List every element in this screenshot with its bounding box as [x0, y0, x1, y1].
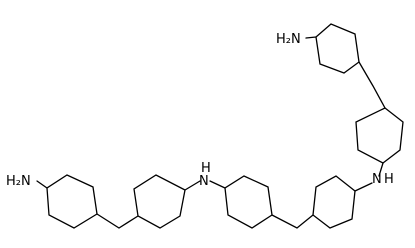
nh-middle-label: N	[199, 174, 209, 189]
bond-nh2-left	[36, 180, 48, 189]
ring-top	[315, 23, 360, 74]
bond-nh-middle-b	[184, 180, 201, 191]
bridge-top	[358, 61, 386, 109]
ring-left	[46, 174, 98, 229]
nh-middle-h-label: H	[201, 161, 211, 176]
bond-nh2-top	[305, 36, 317, 39]
bridge-left	[96, 213, 139, 229]
ring-center-left	[133, 174, 186, 229]
nh-right-label: N	[372, 172, 382, 187]
nh2-left-label: H₂N	[6, 174, 31, 189]
ring-center-right	[312, 175, 356, 229]
ring-center	[224, 175, 273, 229]
bond-nh-right-a	[378, 162, 384, 177]
nh-right-h-label: H	[384, 172, 394, 187]
ring-right	[355, 107, 404, 164]
bond-nh-middle-a	[209, 180, 226, 189]
nh2-top-label: H₂N	[276, 32, 301, 47]
bond-nh-right-b	[354, 182, 373, 192]
bridge-center	[271, 214, 314, 229]
